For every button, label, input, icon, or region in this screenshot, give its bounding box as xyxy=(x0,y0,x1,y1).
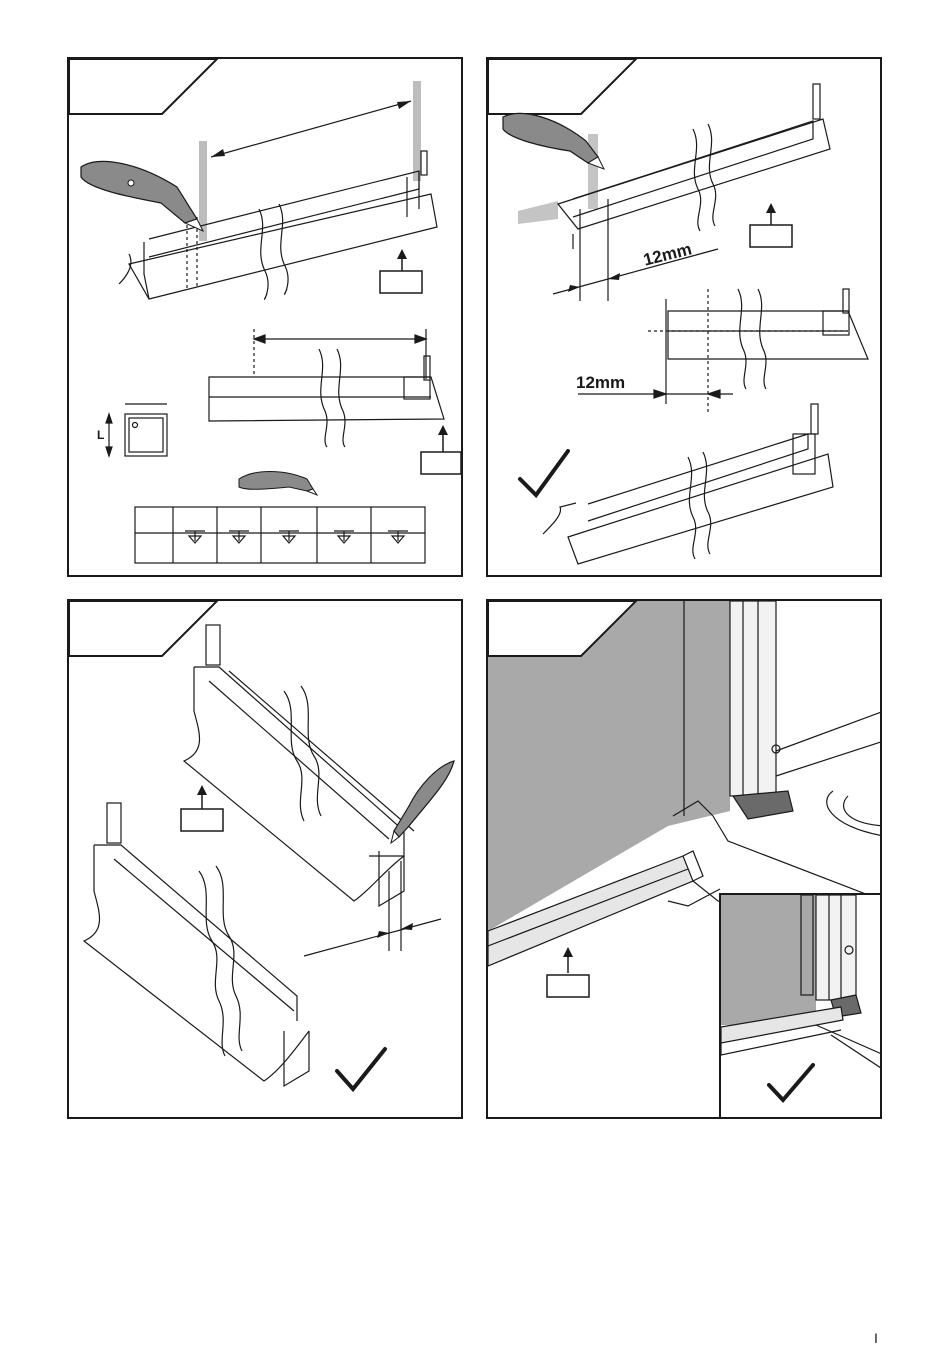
measure-arrow xyxy=(211,101,411,157)
cut-zone-shade xyxy=(518,201,558,224)
profile-side-view xyxy=(578,289,868,414)
step-panel-measure-cut: L xyxy=(67,57,463,577)
checkmark-icon xyxy=(520,451,568,495)
part-callout-box xyxy=(547,947,589,997)
profile-side-view xyxy=(209,329,444,447)
step-number-tab xyxy=(69,601,217,656)
cut-marker-right xyxy=(413,81,421,181)
step-panel-trim-end xyxy=(67,599,463,1119)
part-callout-box-2 xyxy=(421,425,461,474)
step-panel-install xyxy=(486,599,882,1119)
dimension-label-bottom: 12mm xyxy=(576,373,625,393)
size-table xyxy=(135,507,425,563)
part-callout-box xyxy=(380,249,422,293)
detail-inset xyxy=(719,893,882,1119)
page-number: I xyxy=(874,1330,878,1346)
utility-knife-icon xyxy=(391,761,454,843)
measure-cut-illustration: L xyxy=(69,59,463,577)
detail-inset-illustration xyxy=(721,895,882,1119)
trim-end-illustration xyxy=(69,601,463,1119)
dimension-arrow xyxy=(304,919,441,956)
offset-cut-illustration xyxy=(488,59,882,577)
threshold-profile-lower xyxy=(84,803,309,1086)
step-number-tab xyxy=(69,59,217,114)
threshold-profile-upper xyxy=(184,625,414,951)
utility-knife-icon xyxy=(81,161,203,231)
step-number-tab xyxy=(488,59,636,114)
threshold-profile xyxy=(558,84,830,301)
checkmark-icon xyxy=(337,1049,385,1089)
checkmark-icon xyxy=(769,1065,813,1100)
svg-text:L: L xyxy=(97,428,104,442)
part-callout-box xyxy=(750,203,792,247)
step-panel-offset-cut: 12mm 12mm xyxy=(486,57,882,577)
shower-tray-diagram: L xyxy=(97,404,167,456)
finished-threshold-profile xyxy=(543,404,833,564)
small-utility-knife-icon xyxy=(239,472,317,496)
part-callout-box xyxy=(181,785,223,831)
